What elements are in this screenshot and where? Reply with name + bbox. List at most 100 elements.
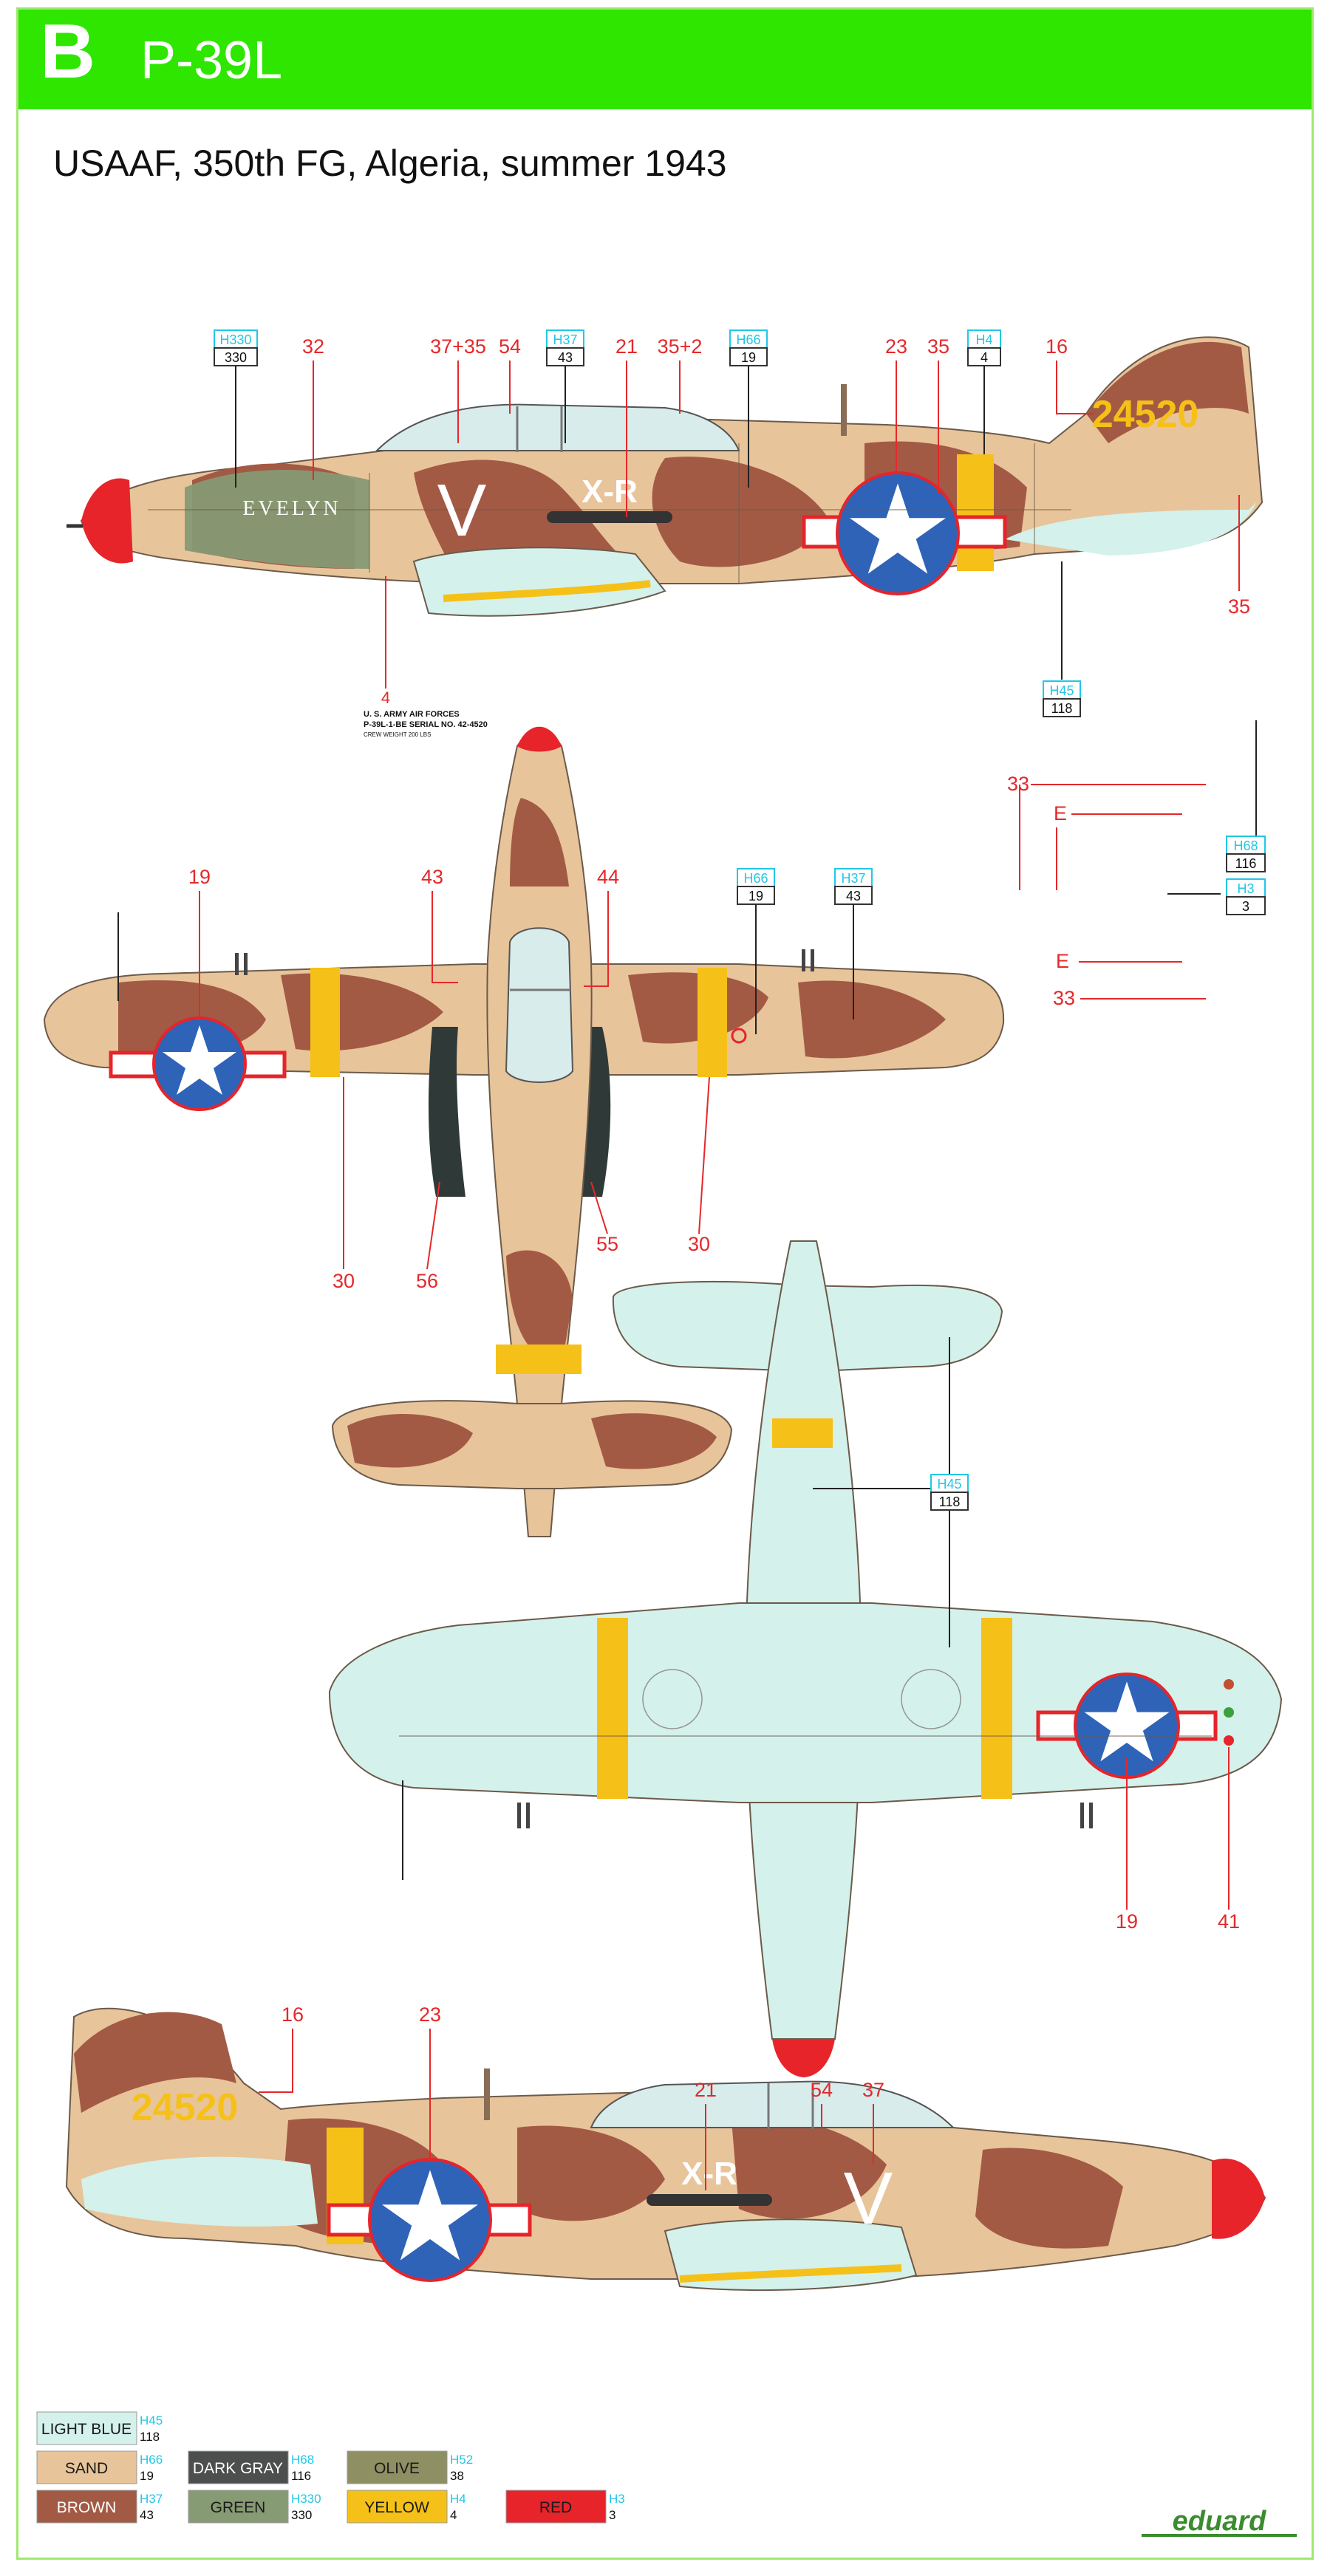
svg-text:19: 19	[741, 350, 756, 365]
header-banner	[16, 7, 1314, 109]
callout: 54	[811, 2079, 833, 2101]
paint-box: H66 19	[729, 329, 768, 488]
svg-text:118: 118	[140, 2430, 160, 2444]
callout: 4	[381, 689, 390, 707]
svg-text:H45: H45	[140, 2413, 163, 2428]
callout: 33	[1053, 987, 1075, 1009]
svg-text:116: 116	[1235, 856, 1257, 871]
svg-text:P-39L-1-BE SERIAL NO. 42-4520: P-39L-1-BE SERIAL NO. 42-4520	[364, 720, 488, 729]
callout: 37+35	[430, 335, 486, 358]
callout: 23	[419, 2003, 441, 2026]
svg-text:38: 38	[450, 2469, 464, 2483]
individual-letter: V	[437, 469, 487, 552]
callout: 16	[1046, 335, 1068, 358]
callout: 16	[282, 2003, 304, 2026]
eduard-logo: eduard	[1142, 2506, 1297, 2537]
svg-text:H4: H4	[450, 2492, 466, 2506]
legend-brown: BROWN H37 43	[36, 2490, 163, 2524]
svg-text:43: 43	[140, 2508, 154, 2522]
callout: 35+2	[658, 335, 703, 358]
callout: 55	[596, 1233, 618, 1255]
legend-sand: SAND H66 19	[36, 2450, 163, 2484]
paint-box: H37 43	[834, 868, 873, 1019]
legend-yellow: YELLOW H4 4	[347, 2490, 466, 2524]
callout: 41	[1218, 1910, 1240, 1933]
svg-text:3: 3	[1242, 899, 1249, 914]
svg-text:DARK GRAY: DARK GRAY	[193, 2460, 283, 2477]
color-legend: LIGHT BLUE H45 118 SAND H66 19 DARK GRAY…	[36, 2411, 625, 2524]
svg-text:116: 116	[291, 2469, 311, 2483]
svg-text:GREEN: GREEN	[211, 2499, 266, 2516]
svg-text:LIGHT BLUE: LIGHT BLUE	[41, 2421, 132, 2438]
paint-box: H45 118	[930, 1474, 969, 1511]
callout: 23	[885, 335, 907, 358]
paint-box: H37 43	[546, 329, 584, 443]
svg-text:H3: H3	[1237, 881, 1254, 896]
paint-box: H4 4	[967, 329, 1001, 454]
callout: 35	[1228, 595, 1250, 618]
svg-text:YELLOW: YELLOW	[364, 2499, 429, 2516]
svg-text:19: 19	[748, 889, 763, 903]
svg-text:H66: H66	[743, 871, 768, 886]
svg-text:19: 19	[140, 2469, 154, 2483]
tail-serial: 24520	[1092, 393, 1199, 436]
svg-text:H52: H52	[450, 2453, 473, 2467]
legend-green: GREEN H330 330	[188, 2490, 321, 2524]
propeller-detail: 33 E E 33 H68 116 H3 3	[1007, 720, 1266, 1009]
callout: 43	[421, 866, 443, 888]
svg-text:H37: H37	[841, 871, 865, 886]
page-frame	[16, 7, 1314, 2560]
callout: 32	[302, 335, 324, 358]
individual-letter: V	[844, 2157, 893, 2240]
callout: E	[1054, 802, 1067, 824]
callout: 21	[615, 335, 638, 358]
svg-text:H37: H37	[140, 2492, 163, 2506]
svg-text:330: 330	[225, 350, 247, 365]
svg-text:118: 118	[1051, 701, 1073, 716]
stencil-data: U. S. ARMY AIR FORCES P-39L-1-BE SERIAL …	[364, 710, 488, 738]
legend-olive: OLIVE H52 38	[347, 2450, 473, 2484]
svg-text:H45: H45	[1049, 683, 1074, 698]
svg-text:118: 118	[939, 1494, 961, 1509]
svg-text:4: 4	[981, 350, 988, 365]
svg-text:OLIVE: OLIVE	[374, 2460, 420, 2477]
callout: 19	[1116, 1910, 1138, 1933]
scheme-subtitle: USAAF, 350th FG, Algeria, summer 1943	[53, 143, 727, 184]
bottom-view: H45 118 19 41	[328, 1240, 1283, 2077]
scheme-letter: B	[40, 9, 96, 95]
svg-text:H4: H4	[975, 332, 992, 347]
svg-text:H37: H37	[553, 332, 577, 347]
svg-text:RED: RED	[539, 2499, 572, 2516]
svg-text:H330: H330	[291, 2492, 321, 2506]
svg-text:SAND: SAND	[65, 2460, 108, 2477]
svg-text:H330: H330	[219, 332, 251, 347]
svg-text:H66: H66	[736, 332, 760, 347]
aircraft-model: P-39L	[140, 31, 283, 90]
paint-box: H68 116 H3 3	[1226, 836, 1266, 915]
svg-text:eduard: eduard	[1173, 2506, 1266, 2537]
paint-box: H45 118	[1043, 561, 1081, 717]
svg-text:H68: H68	[291, 2453, 314, 2467]
callout: 33	[1007, 773, 1029, 795]
callout: 44	[597, 866, 619, 888]
svg-text:330: 330	[291, 2508, 312, 2522]
callout: 35	[927, 335, 949, 358]
callout: 30	[688, 1233, 710, 1255]
code-letters: X-R	[681, 2156, 737, 2192]
side-view-left: EVELYN X-R V 24520 32 37+35 54 21 35+2 2…	[66, 329, 1264, 738]
paint-box: H330 330	[214, 329, 258, 488]
callout: E	[1056, 950, 1069, 972]
legend-dark-gray: DARK GRAY H68 116	[188, 2450, 314, 2484]
callout: 19	[188, 866, 211, 888]
svg-text:H68: H68	[1233, 838, 1258, 853]
tail-serial: 24520	[132, 2086, 239, 2129]
svg-text:43: 43	[558, 350, 573, 365]
svg-text:CREW WEIGHT 200 LBS: CREW WEIGHT 200 LBS	[364, 731, 431, 738]
svg-text:H45: H45	[937, 1477, 961, 1492]
top-view: 19 43 44 30 56 55 30 H66 19 H37 43	[43, 726, 1005, 1537]
svg-text:BROWN: BROWN	[57, 2499, 117, 2516]
svg-text:43: 43	[846, 889, 861, 903]
code-letters: X-R	[582, 474, 638, 510]
